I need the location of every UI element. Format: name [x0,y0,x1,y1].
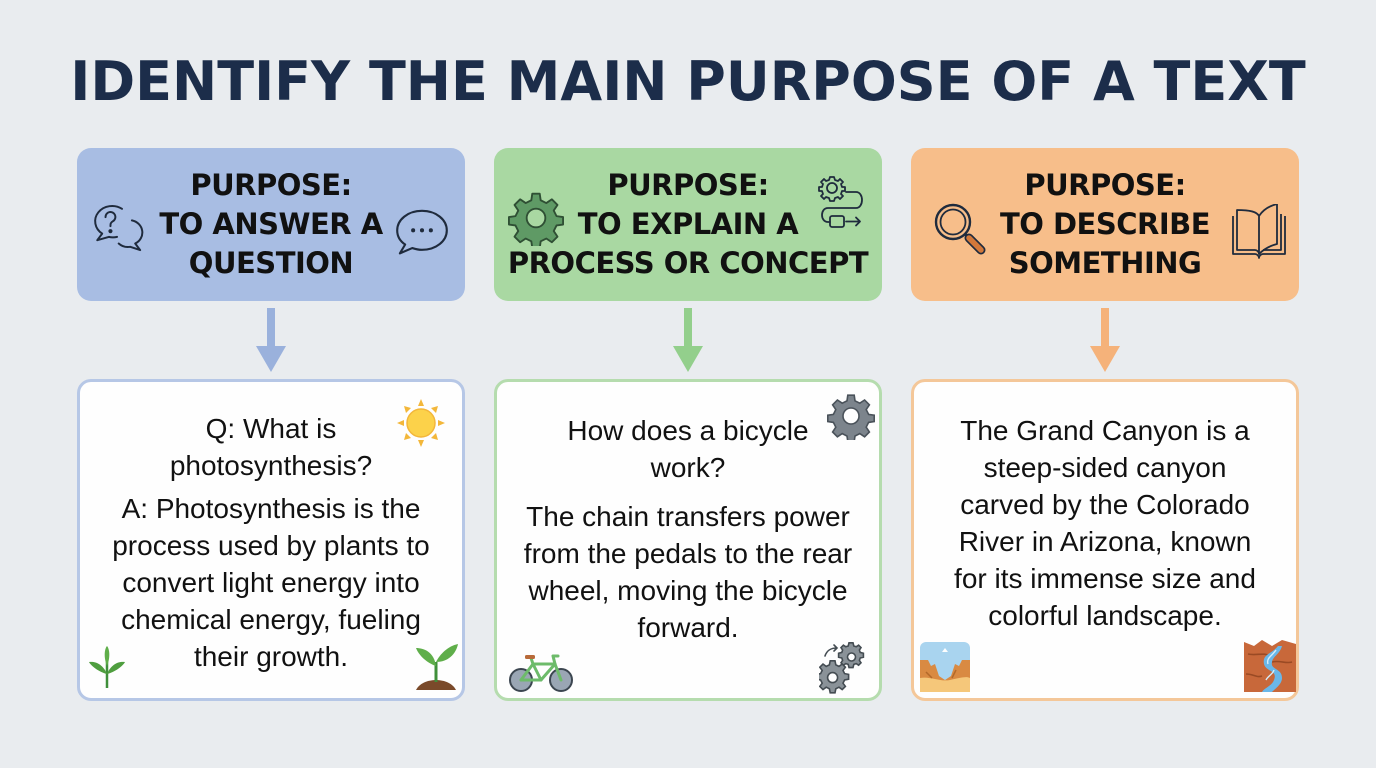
card-text: The Grand Canyon is a steep-sided canyon… [934,412,1276,634]
open-book-icon [1232,204,1286,259]
question-text: Q: What is photosynthesis? [169,413,373,481]
header-line-2: TO DESCRIBE [999,207,1211,241]
gear-icon [508,192,564,246]
down-arrow-icon [1090,308,1120,372]
purpose-header-describe-something: PURPOSE: TO DESCRIBE SOMETHING [911,148,1299,301]
column-answer-question: PURPOSE: TO ANSWER A QUESTION [77,148,465,701]
sun-icon [397,399,445,447]
question-text: How does a bicycle work? [567,415,809,483]
sprout-icon [89,646,125,688]
seedling-in-soil-icon [416,644,458,690]
process-flow-icon [818,176,863,228]
column-describe-something: PURPOSE: TO DESCRIBE SOMETHING The Grand… [911,148,1299,701]
header-line-1: PURPOSE: [607,168,769,202]
explanation-text: The chain transfers power from the pedal… [523,501,853,643]
page-title: IDENTIFY THE MAIN PURPOSE OF A TEXT [70,50,1306,113]
header-line-2: TO ANSWER A [159,207,383,241]
question-speech-bubbles-icon [94,204,144,252]
ellipsis-speech-bubble-icon [396,209,448,255]
river-canyon-icon [1244,640,1296,692]
example-card-answer-question: Q: What is photosynthesis? A: Photosynth… [77,379,465,701]
purpose-header-explain-process: PURPOSE: TO EXPLAIN A PROCESS OR CONCEPT [494,148,882,301]
down-arrow-icon [256,308,286,372]
down-arrow-icon [673,308,703,372]
purpose-header-answer-question: PURPOSE: TO ANSWER A QUESTION [77,148,465,301]
card-text: How does a bicycle work? The chain trans… [517,412,859,646]
header-line-1: PURPOSE: [1024,168,1186,202]
header-line-2: TO EXPLAIN A [577,207,799,241]
header-line-1: PURPOSE: [190,168,352,202]
magnifying-glass-icon [934,203,986,255]
column-explain-process: PURPOSE: TO EXPLAIN A PROCESS OR CONCEPT… [494,148,882,701]
answer-text: A: Photosynthesis is the process used by… [112,493,430,672]
example-card-describe-something: The Grand Canyon is a steep-sided canyon… [911,379,1299,701]
header-line-3: PROCESS OR CONCEPT [507,246,869,280]
header-line-3: SOMETHING [1008,246,1202,280]
description-text: The Grand Canyon is a steep-sided canyon… [954,415,1256,631]
gear-icon [827,394,875,440]
bicycle-icon [509,654,573,692]
header-line-3: QUESTION [188,246,354,280]
desert-canyon-icon [920,642,970,692]
example-card-explain-process: How does a bicycle work? The chain trans… [494,379,882,701]
rotating-gears-icon [819,642,865,694]
card-text: Q: What is photosynthesis? A: Photosynth… [100,410,442,675]
